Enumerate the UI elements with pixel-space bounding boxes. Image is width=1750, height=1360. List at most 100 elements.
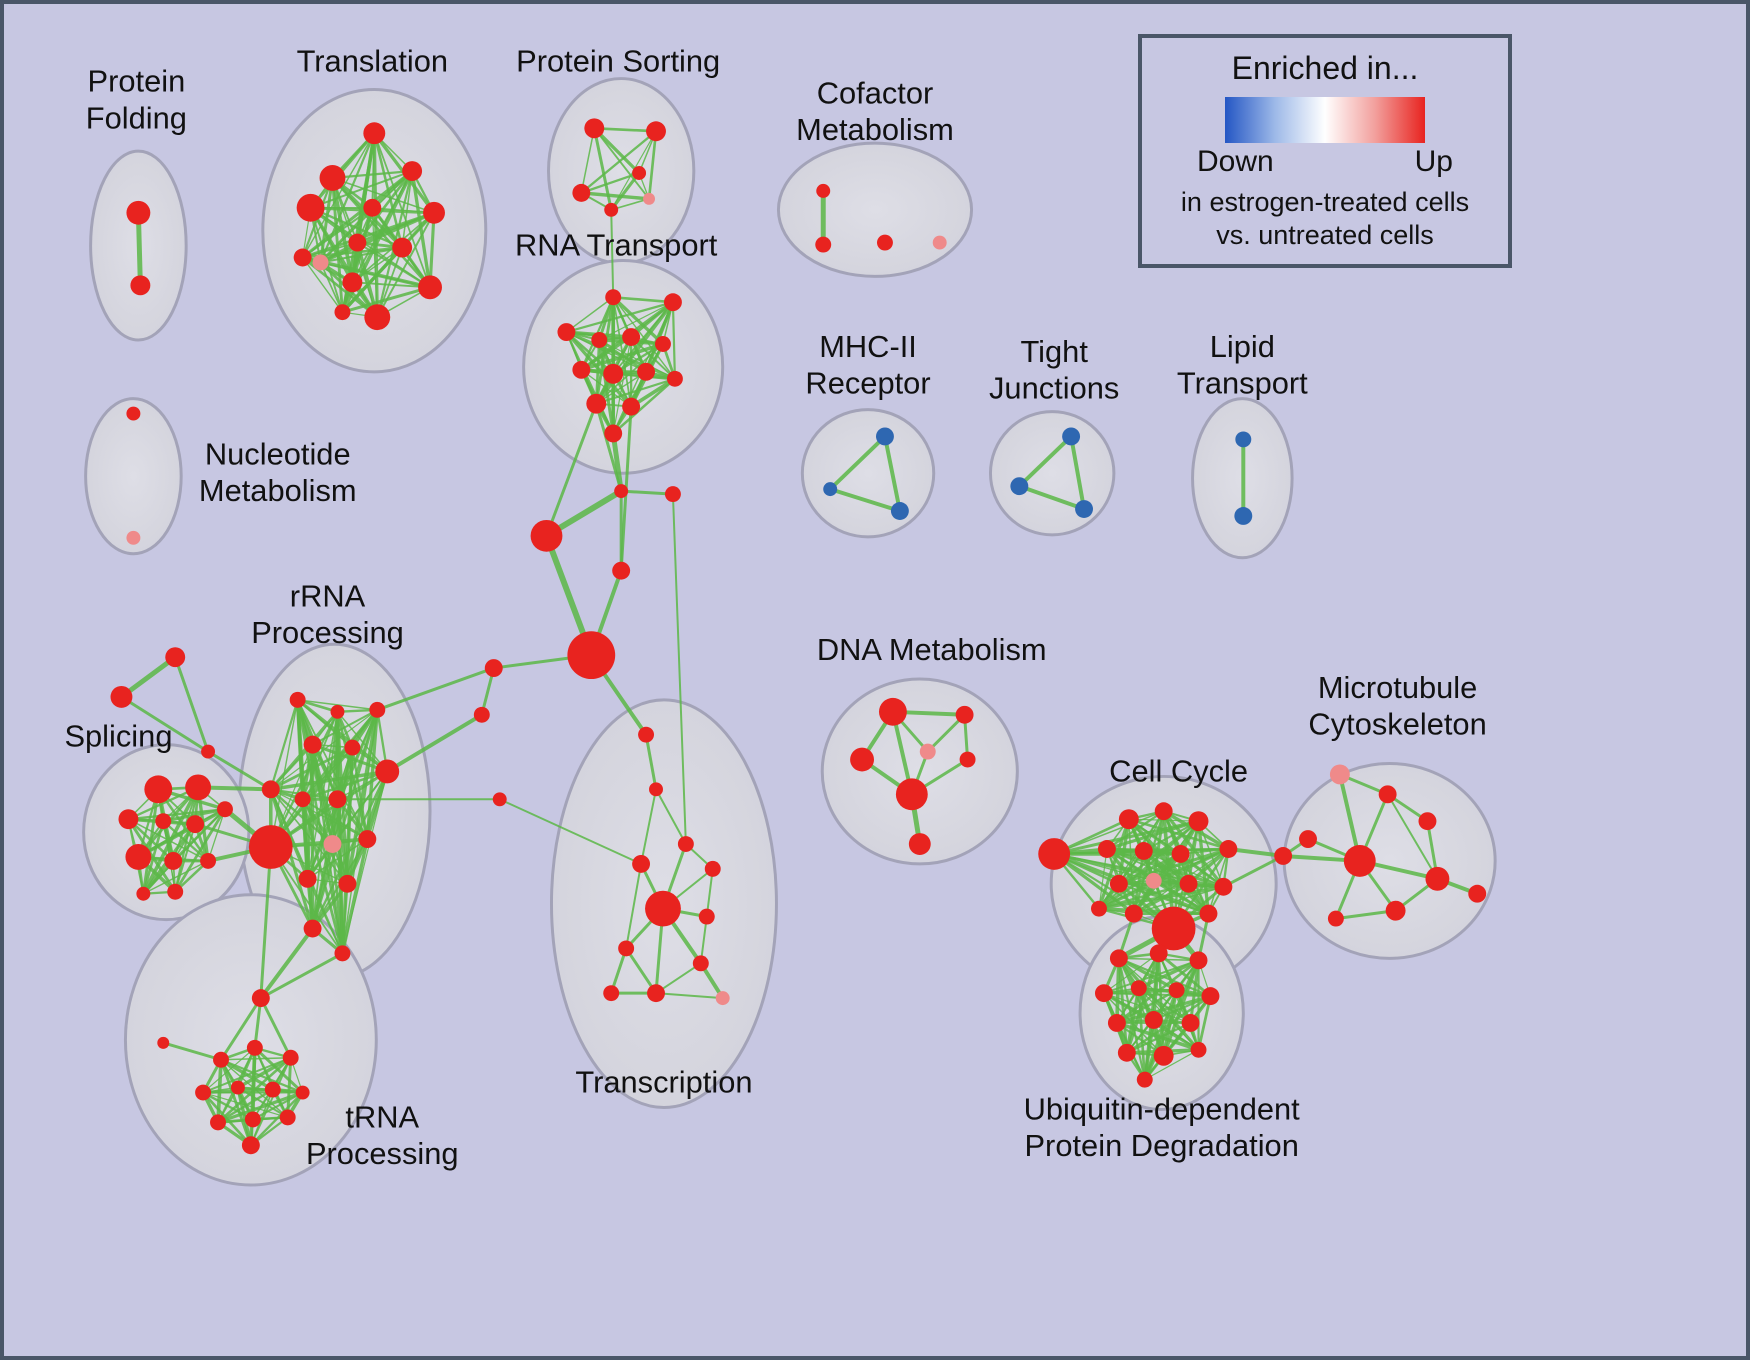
network-edge bbox=[249, 1056, 292, 1147]
gene-set-node bbox=[1010, 477, 1029, 496]
network-edge bbox=[580, 130, 658, 195]
gene-set-node bbox=[282, 1049, 299, 1066]
network-edge bbox=[593, 127, 650, 200]
gene-set-node bbox=[632, 854, 651, 873]
gene-set-node bbox=[418, 275, 442, 300]
network-edge bbox=[671, 493, 687, 846]
cluster-ellipse-mhc-ii-receptor bbox=[800, 408, 936, 539]
gene-set-node bbox=[296, 193, 325, 222]
cluster-label-trna-processing: tRNA bbox=[345, 1099, 419, 1134]
gene-set-node bbox=[1154, 802, 1173, 821]
network-edge bbox=[269, 746, 354, 791]
network-edge bbox=[671, 301, 677, 380]
cluster-label-cofactor-metabolism: Metabolism bbox=[796, 112, 954, 147]
network-edge bbox=[301, 256, 344, 313]
gene-set-node bbox=[1168, 982, 1185, 999]
network-edge bbox=[1017, 484, 1087, 511]
network-edge bbox=[270, 788, 368, 840]
network-edge bbox=[1197, 994, 1212, 1052]
gene-set-node bbox=[492, 792, 507, 807]
network-edge bbox=[345, 769, 389, 886]
network-edge bbox=[309, 170, 414, 209]
network-edge bbox=[655, 992, 724, 1000]
network-edge bbox=[1157, 951, 1212, 998]
gene-set-node bbox=[959, 751, 976, 768]
gene-set-node bbox=[167, 883, 184, 900]
cluster-label-lipid-transport: Transport bbox=[1177, 366, 1308, 401]
cluster-label-nucleotide-metabolism: Nucleotide bbox=[205, 436, 351, 471]
gene-set-node bbox=[217, 801, 233, 818]
gene-set-node bbox=[295, 1085, 310, 1100]
network-edge bbox=[375, 666, 496, 712]
network-edge bbox=[306, 878, 344, 955]
gene-set-node bbox=[126, 406, 141, 421]
gene-set-node bbox=[303, 735, 322, 754]
cluster-label-transcription: Transcription bbox=[575, 1065, 752, 1100]
network-edge bbox=[259, 951, 344, 1000]
gene-set-node bbox=[484, 659, 503, 678]
network-edge bbox=[1226, 847, 1286, 858]
network-edge bbox=[306, 798, 339, 880]
gene-set-node bbox=[1144, 1011, 1163, 1029]
gene-set-node bbox=[338, 874, 357, 893]
network-edge bbox=[640, 788, 658, 865]
network-edge bbox=[236, 1056, 293, 1090]
network-edge bbox=[1115, 988, 1178, 1025]
gene-set-node bbox=[908, 833, 931, 855]
network-edge bbox=[1098, 879, 1155, 910]
gene-set-node bbox=[1425, 866, 1450, 891]
gene-set-node bbox=[1418, 812, 1437, 831]
gene-set-node bbox=[319, 165, 346, 191]
gene-set-node bbox=[130, 275, 151, 296]
gene-set-node bbox=[1190, 1041, 1207, 1058]
cluster-label-tight-junctions: Tight bbox=[1020, 334, 1088, 369]
gene-set-node bbox=[1109, 949, 1128, 968]
gene-set-node bbox=[692, 955, 709, 972]
network-edge bbox=[216, 1088, 274, 1124]
network-edge bbox=[311, 708, 379, 746]
network-edge bbox=[310, 842, 335, 931]
gene-set-node bbox=[646, 121, 666, 142]
network-edge bbox=[401, 170, 413, 249]
gene-set-node bbox=[328, 790, 347, 809]
network-edge bbox=[269, 743, 314, 791]
gene-set-node bbox=[363, 122, 386, 145]
legend: Enriched in... Down Up in estrogen-treat… bbox=[1138, 34, 1512, 268]
gene-set-node bbox=[165, 647, 186, 668]
network-edge bbox=[1053, 810, 1165, 855]
cluster-label-dna-metabolism: DNA Metabolism bbox=[817, 632, 1047, 667]
legend-gradient-bar bbox=[1225, 97, 1425, 143]
gene-set-node bbox=[604, 424, 623, 443]
network-edge bbox=[351, 281, 431, 289]
gene-set-node bbox=[638, 726, 655, 743]
gene-set-node bbox=[649, 782, 663, 797]
gene-set-node bbox=[591, 332, 608, 348]
cluster-label-mhc-ii-receptor: MHC-II bbox=[819, 329, 917, 364]
gene-set-node bbox=[1091, 900, 1107, 917]
network-edge bbox=[1097, 847, 1230, 911]
gene-set-node bbox=[572, 360, 591, 379]
network-edge bbox=[1143, 1018, 1156, 1082]
network-edge bbox=[545, 402, 598, 538]
gene-set-node bbox=[279, 1109, 296, 1126]
gene-set-node bbox=[663, 293, 682, 312]
gene-set-node bbox=[878, 697, 907, 726]
network-edge bbox=[202, 1047, 256, 1094]
network-edge bbox=[428, 211, 436, 289]
gene-set-node bbox=[294, 791, 311, 808]
network-edge bbox=[1102, 992, 1212, 998]
gene-set-node bbox=[1094, 984, 1113, 1003]
network-edge bbox=[250, 1088, 274, 1147]
network-edge bbox=[611, 377, 677, 435]
gene-set-node bbox=[1274, 847, 1293, 865]
gene-set-node bbox=[1118, 809, 1139, 830]
gene-set-node bbox=[647, 984, 665, 1003]
network-edge bbox=[1097, 907, 1211, 916]
network-edge bbox=[174, 823, 197, 893]
network-edge bbox=[258, 926, 315, 1001]
gene-set-node bbox=[144, 775, 173, 804]
network-edge bbox=[236, 1085, 253, 1147]
network-edge bbox=[301, 770, 389, 801]
